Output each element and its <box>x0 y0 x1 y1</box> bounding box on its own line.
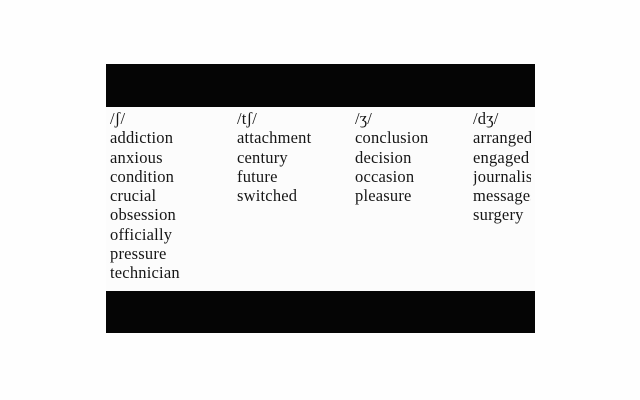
redacted-header-bar <box>106 64 535 107</box>
word-item: technician <box>110 263 180 283</box>
word-item: messages <box>473 186 531 206</box>
word-item: journalist <box>473 166 531 186</box>
word-item: pleasure <box>355 186 412 206</box>
ipa-symbol-header: /ʃ/ <box>110 109 126 128</box>
word-item: future <box>237 166 278 186</box>
word-item: pressure <box>110 244 167 264</box>
word-item: addiction <box>110 128 174 148</box>
ipa-symbol-header: /ʒ/ <box>355 109 373 128</box>
word-item: surgery <box>473 205 524 225</box>
redacted-footer-bar <box>106 291 535 333</box>
word-item: engaged <box>473 147 530 167</box>
word-item: conclusion <box>355 128 429 148</box>
word-item: crucial <box>110 186 157 206</box>
word-item: anxious <box>110 147 163 167</box>
word-item: century <box>237 147 288 167</box>
word-item: occasion <box>355 166 415 186</box>
word-item: arranged <box>473 128 531 148</box>
ipa-symbol-header: /dʒ/ <box>473 109 499 128</box>
word-item: officially <box>110 224 173 244</box>
word-item: decision <box>355 147 412 167</box>
word-item: attachment <box>237 128 312 148</box>
word-item: switched <box>237 186 298 206</box>
word-item: obsession <box>110 205 176 225</box>
word-item: condition <box>110 166 175 186</box>
ipa-symbol-header: /tʃ/ <box>237 109 258 128</box>
